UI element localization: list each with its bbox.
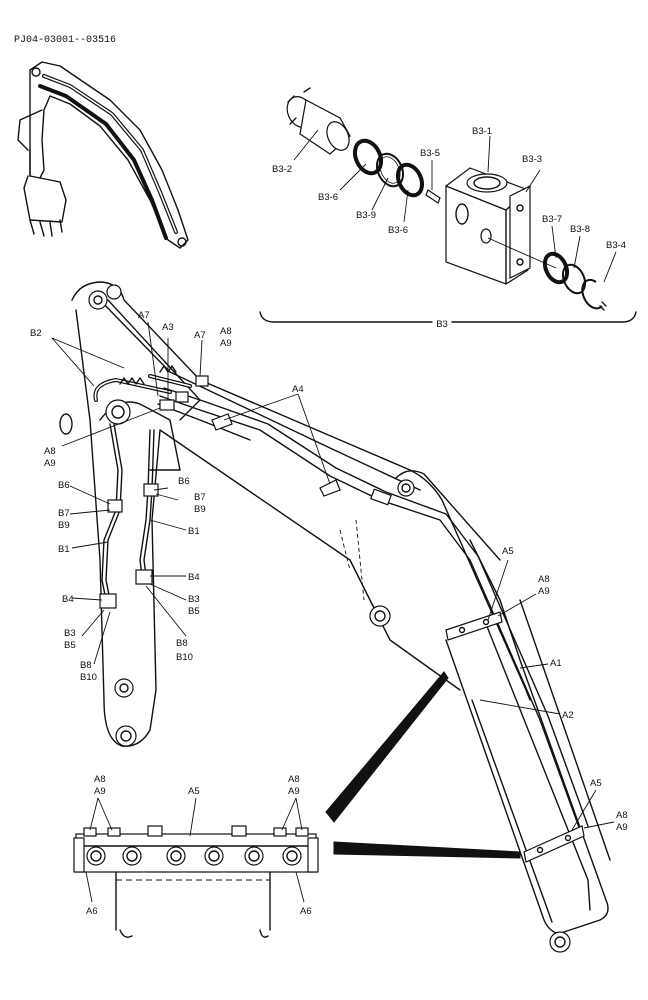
label-b4-left: B4: [62, 594, 74, 605]
label-b8-right: B8: [176, 638, 188, 649]
label-detail-a8-right: A8: [288, 774, 300, 785]
label-b3-7: B3-7: [542, 214, 562, 225]
part-b3-4-snapring: [581, 278, 603, 310]
detail-clamp-a5: A8 A9 A5 A8 A9 A6 A6: [73, 774, 319, 938]
label-a8-upper: A8: [538, 574, 550, 585]
label-a4: A4: [292, 384, 304, 395]
label-b7-right: B7: [194, 492, 206, 503]
label-b6-left: B6: [58, 480, 70, 491]
label-b9-left: B9: [58, 520, 70, 531]
leader-lines: [51, 321, 615, 831]
group-label-b3: B3: [436, 319, 448, 330]
label-b3-2: B3-2: [272, 164, 292, 175]
part-b3-6-ring: [352, 138, 384, 176]
label-b2: B2: [30, 328, 42, 339]
document-code: PJ04-03001--03516: [14, 35, 116, 46]
label-b10-left: B10: [80, 672, 97, 683]
label-a9-upper: A9: [538, 586, 550, 597]
label-a8-left: A8: [44, 446, 56, 457]
label-detail-a9-left: A9: [94, 786, 106, 797]
callout-wedge-upper: [325, 671, 449, 823]
part-b3-8-ring: [561, 263, 587, 295]
label-b9-right: B9: [194, 504, 206, 515]
label-b3-6: B3-6: [318, 192, 338, 203]
part-b3-5: [425, 189, 441, 204]
label-b3-6-b: B3-6: [388, 225, 408, 236]
label-a5-upper: A5: [502, 546, 514, 557]
label-b8-left: B8: [80, 660, 92, 671]
label-a2: A2: [562, 710, 574, 721]
part-b3-1-block: [445, 167, 531, 285]
label-a7-right: A7: [194, 330, 206, 341]
part-b3-6-ring-2: [395, 162, 425, 198]
part-b3-7-ring: [542, 251, 570, 285]
boom-arm-main: [59, 281, 611, 953]
label-a9-top: A9: [220, 338, 232, 349]
label-b3-left: B3: [64, 628, 76, 639]
label-b3-5: B3-5: [420, 148, 440, 159]
label-a9-left: A9: [44, 458, 56, 469]
label-a5-lower: A5: [590, 778, 602, 789]
label-a8-top: A8: [220, 326, 232, 337]
label-a7-left: A7: [138, 310, 150, 321]
callout-wedge-lower: [333, 841, 521, 859]
label-b6-right: B6: [178, 476, 190, 487]
label-b3-right: B3: [188, 594, 200, 605]
label-b5-left: B5: [64, 640, 76, 651]
label-b7-left: B7: [58, 508, 70, 519]
label-b1-right: B1: [188, 526, 200, 537]
label-detail-a9-right: A9: [288, 786, 300, 797]
label-b3-1: B3-1: [472, 126, 492, 137]
label-b3-3: B3-3: [522, 154, 542, 165]
label-b5-right: B5: [188, 606, 200, 617]
label-b3-4: B3-4: [606, 240, 626, 251]
overview-thumbnail: [17, 61, 189, 249]
main-labels: B2 A7 A3 A7 A8 A9 A4 A8 A9 B6 B7 B9 B6 B…: [30, 310, 628, 833]
label-b3-9: B3-9: [356, 210, 376, 221]
label-detail-a6-left: A6: [86, 906, 98, 917]
label-a9-lower: A9: [616, 822, 628, 833]
part-b3-2: [286, 87, 351, 155]
label-b3-8: B3-8: [570, 224, 590, 235]
label-a1: A1: [550, 658, 562, 669]
label-b10-right: B10: [176, 652, 193, 663]
label-a3: A3: [162, 322, 174, 333]
label-b4-right: B4: [188, 572, 200, 583]
part-b3-9-ring: [375, 152, 405, 188]
label-a8-lower: A8: [616, 810, 628, 821]
label-detail-a8-left: A8: [94, 774, 106, 785]
label-detail-a5: A5: [188, 786, 200, 797]
label-b1-left: B1: [58, 544, 70, 555]
label-detail-a6-right: A6: [300, 906, 312, 917]
swivel-assembly-b3: B3 B3-2 B3-6 B3-9 B3-6 B3-5 B3-1 B3-3 B3…: [259, 87, 637, 330]
